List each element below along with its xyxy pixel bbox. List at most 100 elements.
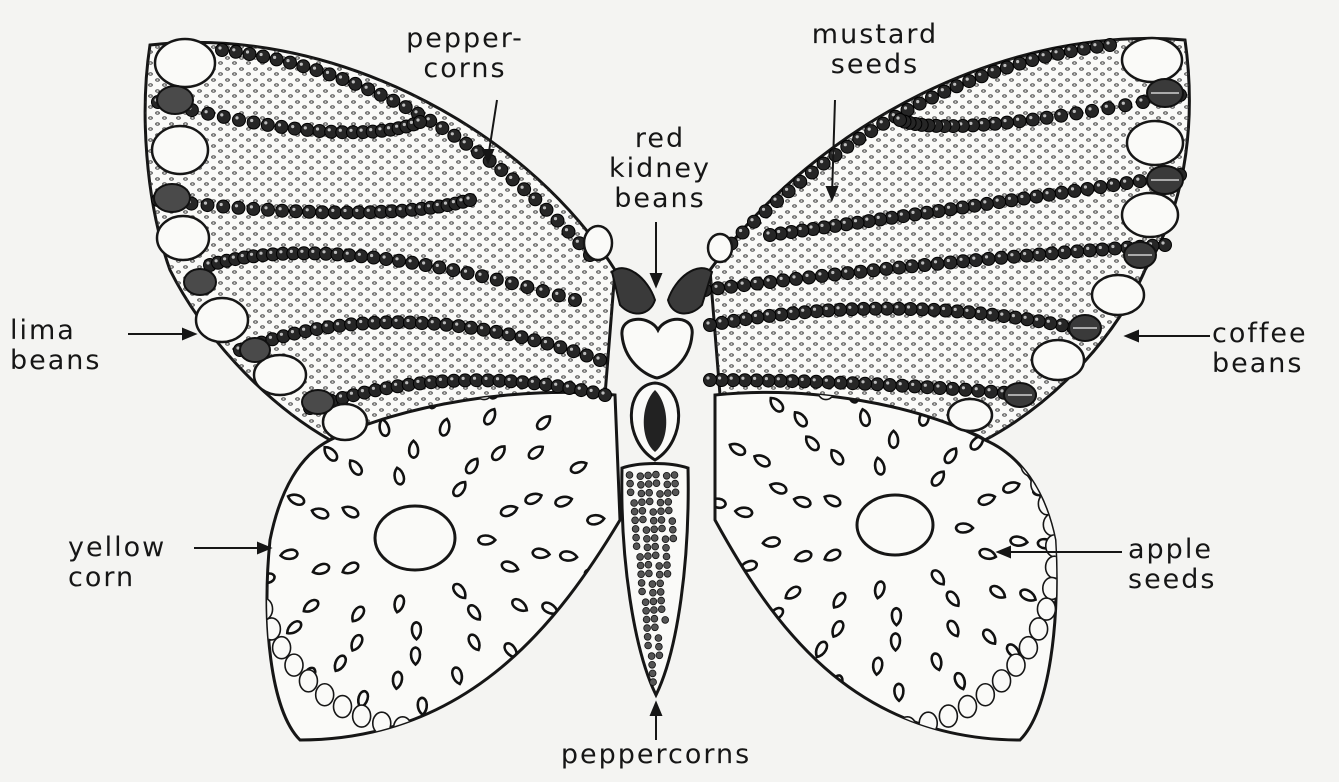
peppercorn [563, 382, 576, 395]
corn-kernel [299, 670, 317, 692]
peppercorn [1058, 246, 1071, 259]
peppercorn [336, 73, 349, 86]
peppercorn-highlight [778, 311, 781, 314]
peppercorn-highlight [409, 259, 412, 262]
peppercorn-highlight [326, 71, 329, 74]
peppercorn [201, 199, 214, 212]
peppercorn [1013, 115, 1026, 128]
peppercorn [521, 281, 534, 294]
peppercorn-highlight [402, 104, 405, 107]
abdomen-peppercorn [645, 553, 652, 560]
peppercorn-highlight [742, 316, 745, 319]
peppercorn-highlight [427, 117, 430, 120]
peppercorn-highlight [947, 206, 950, 209]
peppercorn [1086, 104, 1099, 117]
peppercorn-highlight [1008, 197, 1011, 200]
peppercorn-highlight [805, 274, 808, 277]
peppercorn [1021, 313, 1034, 326]
peppercorn [490, 325, 503, 338]
peppercorn [243, 48, 256, 61]
label-yellow-corn-line1: yellow [68, 533, 166, 563]
lima-bean [155, 39, 215, 87]
abdomen-peppercorn [662, 617, 669, 624]
peppercorn-highlight [450, 267, 453, 270]
peppercorn [275, 120, 288, 133]
peppercorn [834, 376, 847, 389]
abdomen-peppercorn [646, 570, 653, 577]
peppercorn [1009, 311, 1022, 324]
peppercorn-highlight [741, 282, 744, 285]
label-peppercorns-bottom: peppercorns [550, 740, 762, 770]
peppercorn-highlight [468, 324, 471, 327]
abdomen-peppercorn [657, 491, 664, 498]
peppercorn-highlight [576, 240, 579, 243]
abdomen-peppercorn [653, 480, 660, 487]
abdomen-peppercorn [657, 589, 664, 596]
peppercorn-highlight [836, 306, 839, 309]
peppercorn-highlight [797, 178, 800, 181]
peppercorn-highlight [706, 376, 709, 379]
peppercorn-highlight [416, 118, 419, 121]
peppercorn-highlight [941, 88, 944, 91]
peppercorn [368, 316, 381, 329]
peppercorn [575, 384, 588, 397]
peppercorn-highlight [799, 227, 802, 230]
peppercorn-highlight [907, 305, 910, 308]
abdomen-peppercorn [651, 607, 658, 614]
corn-kernel [316, 684, 334, 706]
peppercorn-highlight [983, 200, 986, 203]
peppercorn-highlight [418, 205, 421, 208]
peppercorn-highlight [921, 261, 924, 264]
peppercorn-highlight [399, 207, 402, 210]
peppercorn-highlight [1110, 182, 1113, 185]
peppercorn [725, 280, 738, 293]
peppercorn-highlight [325, 324, 328, 327]
peppercorn [834, 303, 847, 316]
peppercorn-highlight [1047, 320, 1050, 323]
peppercorn-highlight [916, 100, 919, 103]
abdomen-peppercorn [651, 615, 658, 622]
peppercorn-highlight [998, 254, 1001, 257]
peppercorn-highlight [837, 379, 840, 382]
abdomen-peppercorn [642, 599, 649, 606]
peppercorn [356, 317, 369, 330]
peppercorn-highlight [369, 128, 372, 131]
peppercorn-highlight [360, 129, 363, 132]
peppercorns-bottom-arrow [651, 703, 661, 715]
label-apple-seeds-line1: apple [1128, 535, 1217, 565]
peppercorn [393, 254, 406, 267]
peppercorn [1039, 50, 1052, 63]
peppercorn [1026, 54, 1039, 67]
peppercorn [877, 117, 890, 130]
peppercorn-highlight [868, 128, 871, 131]
peppercorn [775, 308, 788, 321]
peppercorn-highlight [1099, 246, 1102, 249]
peppercorn [528, 334, 541, 347]
peppercorn [310, 64, 323, 77]
abdomen-peppercorn [637, 554, 644, 561]
peppercorn-highlight [1020, 195, 1023, 198]
peppercorn-highlight [480, 326, 483, 329]
peppercorn-highlight [844, 270, 847, 273]
peppercorn [748, 215, 761, 228]
peppercorn-highlight [1084, 185, 1087, 188]
corn-kernel [976, 684, 994, 706]
peppercorn [1033, 248, 1046, 261]
label-yellow-corn-line2: corn [68, 563, 166, 593]
peppercorn [587, 386, 600, 399]
peppercorn [904, 303, 917, 316]
abdomen-peppercorn [633, 534, 640, 541]
left-hindwing-eyespot [375, 506, 455, 570]
peppercorn [229, 45, 242, 58]
peppercorn [738, 374, 751, 387]
peppercorn-highlight [531, 380, 534, 383]
peppercorn [751, 311, 764, 324]
peppercorn-highlight [1067, 48, 1070, 51]
peppercorn-highlight [570, 348, 573, 351]
peppercorn [846, 377, 859, 390]
peppercorn-highlight [750, 218, 753, 221]
peppercorn-highlight [900, 213, 903, 216]
label-peppercorns-bottom-line1: peppercorns [550, 740, 762, 770]
abdomen-peppercorn [643, 616, 650, 623]
peppercorn [794, 175, 807, 188]
